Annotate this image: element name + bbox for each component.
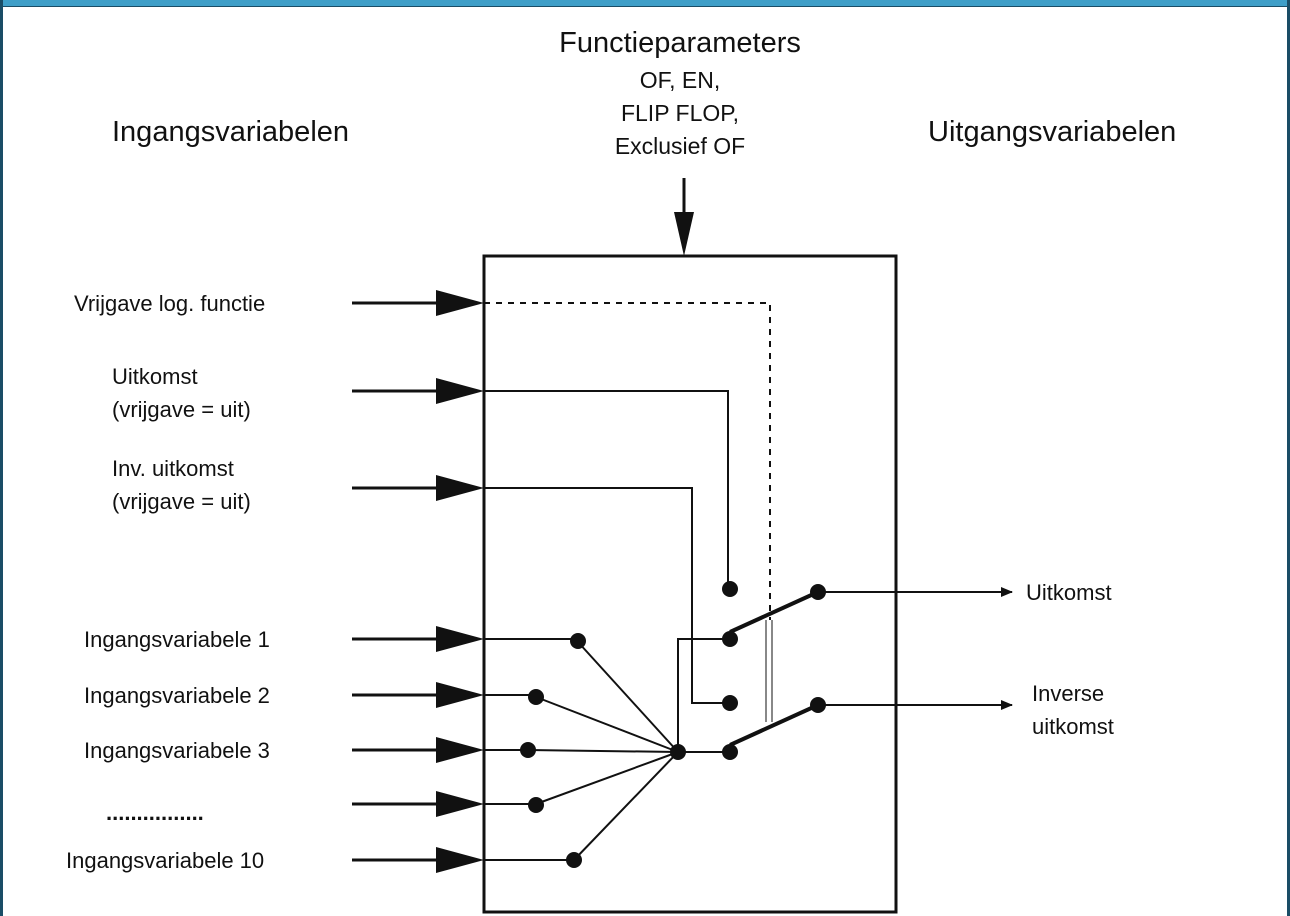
fan-unnamed [535,751,679,805]
fan-var3 [527,749,679,753]
input-header: Ingangsvariabelen [112,116,349,148]
fan-var10 [573,751,679,861]
switch-2-blade [729,703,819,747]
node-unnamed [528,797,544,813]
enable-dashed-line [484,302,771,620]
diagram-title: Functieparameters [559,27,801,59]
function-block [482,254,898,914]
function-param-line-1: OF, EN, [640,67,721,93]
node-contact-logic2 [722,744,738,760]
input-arrow-var3 [352,737,484,763]
node-logic [670,744,686,760]
label-var3: Ingangsvariabele 3 [84,738,270,763]
output-label-result: Uitkomst [1026,580,1112,605]
input-arrow-enable [352,290,484,316]
label-result-2: (vrijgave = uit) [112,397,251,422]
label-inv-result-1: Inv. uitkomst [112,456,234,481]
node-output-inverse [810,697,826,713]
output-label-inverse-1: Inverse [1032,681,1104,706]
label-var1: Ingangsvariabele 1 [84,627,270,652]
label-inv-result-2: (vrijgave = uit) [112,489,251,514]
function-param-line-3: Exclusief OF [615,133,745,159]
label-var2: Ingangsvariabele 2 [84,683,270,708]
function-param-arrow [674,178,694,256]
output-label-inverse-2: uitkomst [1032,714,1114,739]
input-arrow-var1 [352,626,484,652]
node-var1 [570,633,586,649]
window-right-border [1287,0,1290,916]
node-contact-result [722,581,738,597]
output-header: Uitgangsvariabelen [928,116,1176,148]
wire-inv-result [484,487,730,704]
wire-logic-to-switch1 [677,638,730,752]
node-var10 [566,852,582,868]
input-arrow-inv-result [352,475,484,501]
label-result-1: Uitkomst [112,364,198,389]
label-enable: Vrijgave log. functie [74,291,265,316]
window-left-border [0,0,3,916]
switch-1-blade [729,590,819,634]
fan-var1 [577,641,679,753]
node-contact-logic1 [722,631,738,647]
node-contact-inv [722,695,738,711]
node-output-result [810,584,826,600]
window-top-border [0,0,1290,7]
input-arrow-var2 [352,682,484,708]
label-var10: Ingangsvariabele 10 [66,848,264,873]
input-arrow-var10 [352,847,484,873]
label-ellipsis: ................ [106,800,204,825]
fan-var2 [535,696,679,753]
input-arrow-result [352,378,484,404]
wire-result [484,390,729,588]
node-var2 [528,689,544,705]
function-param-line-2: FLIP FLOP, [621,100,739,126]
node-var3 [520,742,536,758]
input-arrow-unnamed [352,791,484,817]
